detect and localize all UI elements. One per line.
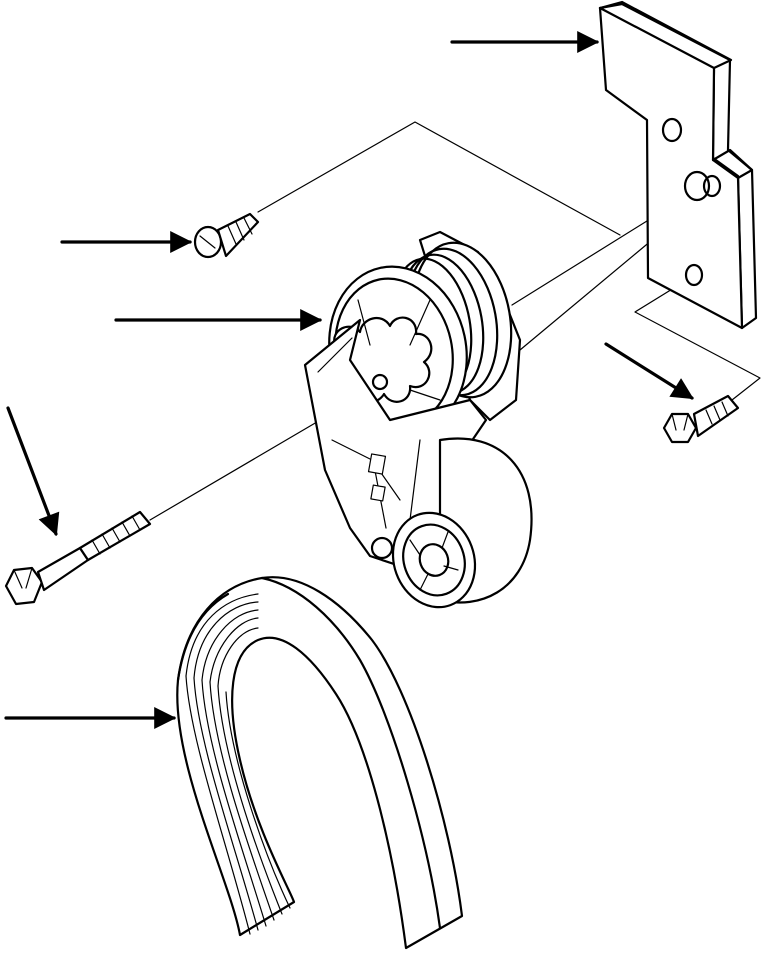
- bracket-hole-top-icon: [661, 117, 683, 143]
- leader-arrows: [4, 31, 694, 729]
- arm-pivot-hole-icon: [370, 536, 394, 560]
- mounting-bracket: [598, 0, 758, 330]
- belt-tensioner-icon: [303, 230, 533, 609]
- leader-arrow-flange-bolt: [604, 342, 694, 400]
- leader-arrow-long-bolt: [6, 406, 60, 537]
- ribbed-belt-icon: [176, 576, 464, 950]
- countersunk-screw-icon: [193, 212, 260, 259]
- bracket-hole-middle-icon: [683, 170, 711, 202]
- bracket-hole-bottom-icon: [684, 263, 704, 287]
- flange-bolt-icon: [662, 394, 740, 444]
- hex-bolt-icon: [4, 510, 152, 606]
